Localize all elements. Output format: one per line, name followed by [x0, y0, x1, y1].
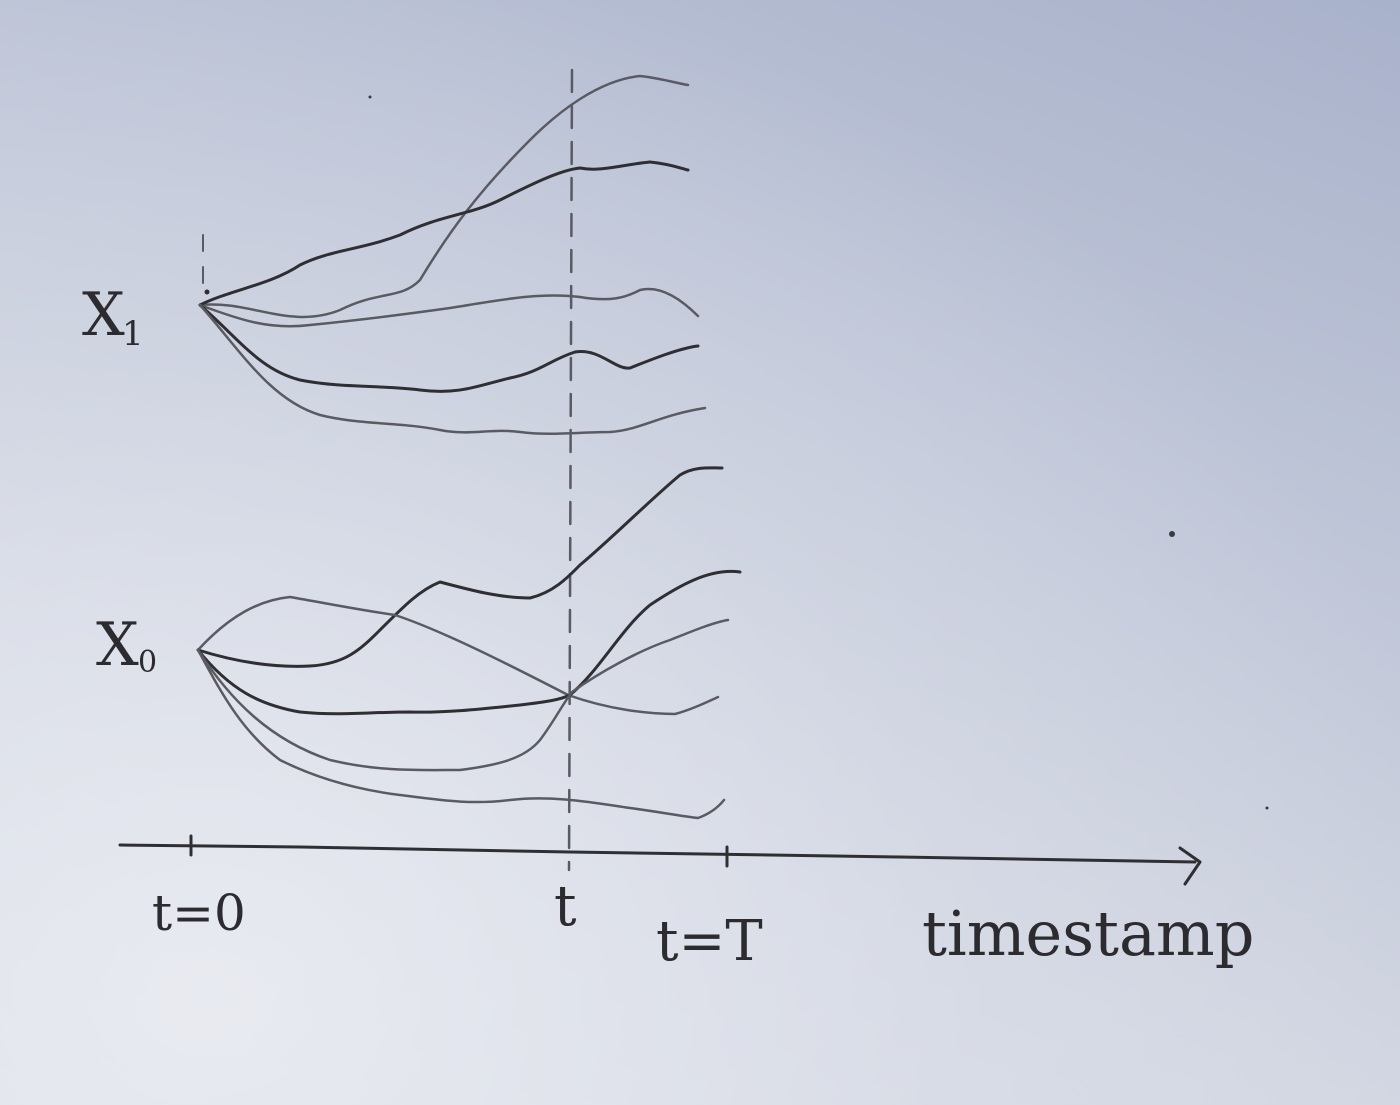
- time-axis-line: [118, 843, 1197, 864]
- start-label-bottom-subscript: 0: [138, 645, 157, 680]
- paper-speck: [1169, 531, 1175, 537]
- upper-path-2: [198, 160, 690, 307]
- lower-trajectory-bundle: [196, 466, 742, 820]
- upper-path-1: [198, 74, 690, 319]
- time-axis-arrowhead: [1178, 846, 1202, 886]
- lower-path-1: [196, 466, 724, 668]
- start-label-top: X: [82, 280, 125, 350]
- lower-path-3: [196, 569, 742, 716]
- time-t-dashed-line: [567, 68, 574, 872]
- upper-trajectory-bundle: [198, 74, 707, 436]
- tick-label-end: t=T: [656, 909, 763, 974]
- lower-path-4: [196, 618, 730, 772]
- paper-speck: [368, 95, 372, 99]
- start-label-top-subscript: 1: [122, 314, 144, 354]
- upper-path-5: [198, 303, 707, 436]
- paper-speck: [1265, 806, 1269, 810]
- upper-path-3: [198, 287, 700, 328]
- upper-path-4: [198, 303, 700, 393]
- lower-path-2: [196, 595, 720, 716]
- axis-label: timestamp: [922, 897, 1254, 970]
- upper-start-point: [204, 289, 210, 295]
- start-label-bottom: X: [96, 610, 139, 680]
- lower-path-5: [196, 648, 726, 820]
- tick-label-start: t=0: [152, 884, 246, 942]
- tick-label-mid: t: [554, 874, 577, 939]
